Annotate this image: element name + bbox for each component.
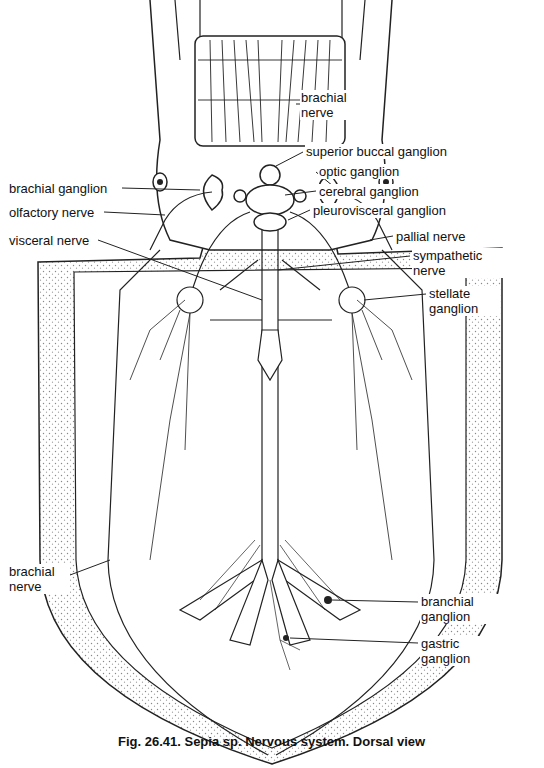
part-label: olfactory nerve: [8, 205, 95, 220]
part-label: stellate ganglion: [428, 286, 500, 316]
part-label: optic ganglion: [318, 164, 400, 179]
part-label: sympathetic nerve: [412, 248, 504, 278]
part-label: superior buccal ganglion: [305, 144, 448, 159]
part-label: branchial ganglion: [420, 594, 502, 624]
figure-caption: Fig. 26.41. Sepia sp. Nervous system. Do…: [118, 734, 425, 749]
part-label: gastric ganglion: [420, 636, 502, 666]
part-label: pleurovisceral ganglion: [312, 203, 447, 218]
part-label: cerebral ganglion: [318, 184, 420, 199]
part-label: brachial nerve: [300, 90, 364, 120]
part-label: pallial nerve: [395, 229, 466, 244]
part-label: brachial ganglion: [8, 181, 108, 196]
part-label: visceral nerve: [8, 233, 90, 248]
part-label: brachial nerve: [8, 564, 70, 594]
